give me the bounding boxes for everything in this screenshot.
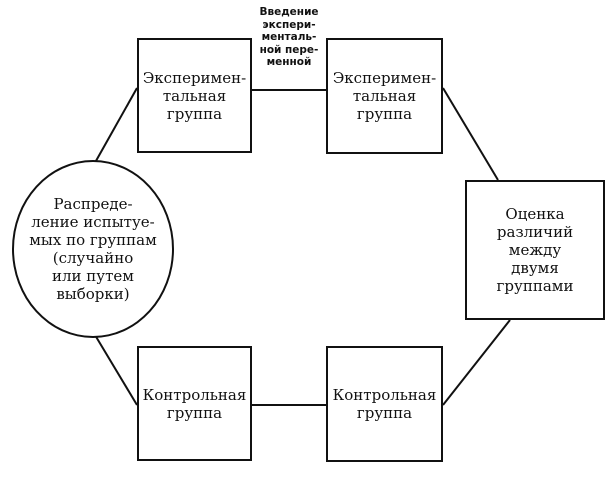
- distribution-node: Распреде- ление испытуе- мых по группам …: [12, 160, 174, 338]
- control-group-node-1: Контрольная группа: [137, 346, 252, 461]
- edge-distribution-to-experimental: [91, 87, 138, 169]
- control-group-label-2: Контрольная группа: [332, 386, 437, 422]
- edge-distribution-to-control: [91, 329, 138, 406]
- evaluation-node: Оценка различий между двумя группами: [465, 180, 605, 320]
- distribution-label: Распреде- ление испытуе- мых по группам …: [29, 195, 157, 303]
- control-group-label-1: Контрольная группа: [142, 385, 247, 422]
- control-group-node-2: Контрольная группа: [326, 346, 443, 462]
- experimental-group-label-2: Эксперимен- тальная группа: [332, 69, 437, 123]
- experimental-group-label-1: Эксперимен- тальная группа: [142, 68, 247, 123]
- edge-experimental-to-evaluation: [442, 87, 499, 181]
- evaluation-label: Оценка различий между двумя группами: [496, 205, 574, 295]
- edge-control-to-evaluation: [442, 319, 511, 406]
- experimental-group-node-1: Эксперимен- тальная группа: [137, 38, 252, 153]
- experimental-group-node-2: Эксперимен- тальная группа: [326, 38, 443, 154]
- treatment-annotation: Введение экспери- менталь- ной пере- мен…: [259, 6, 319, 68]
